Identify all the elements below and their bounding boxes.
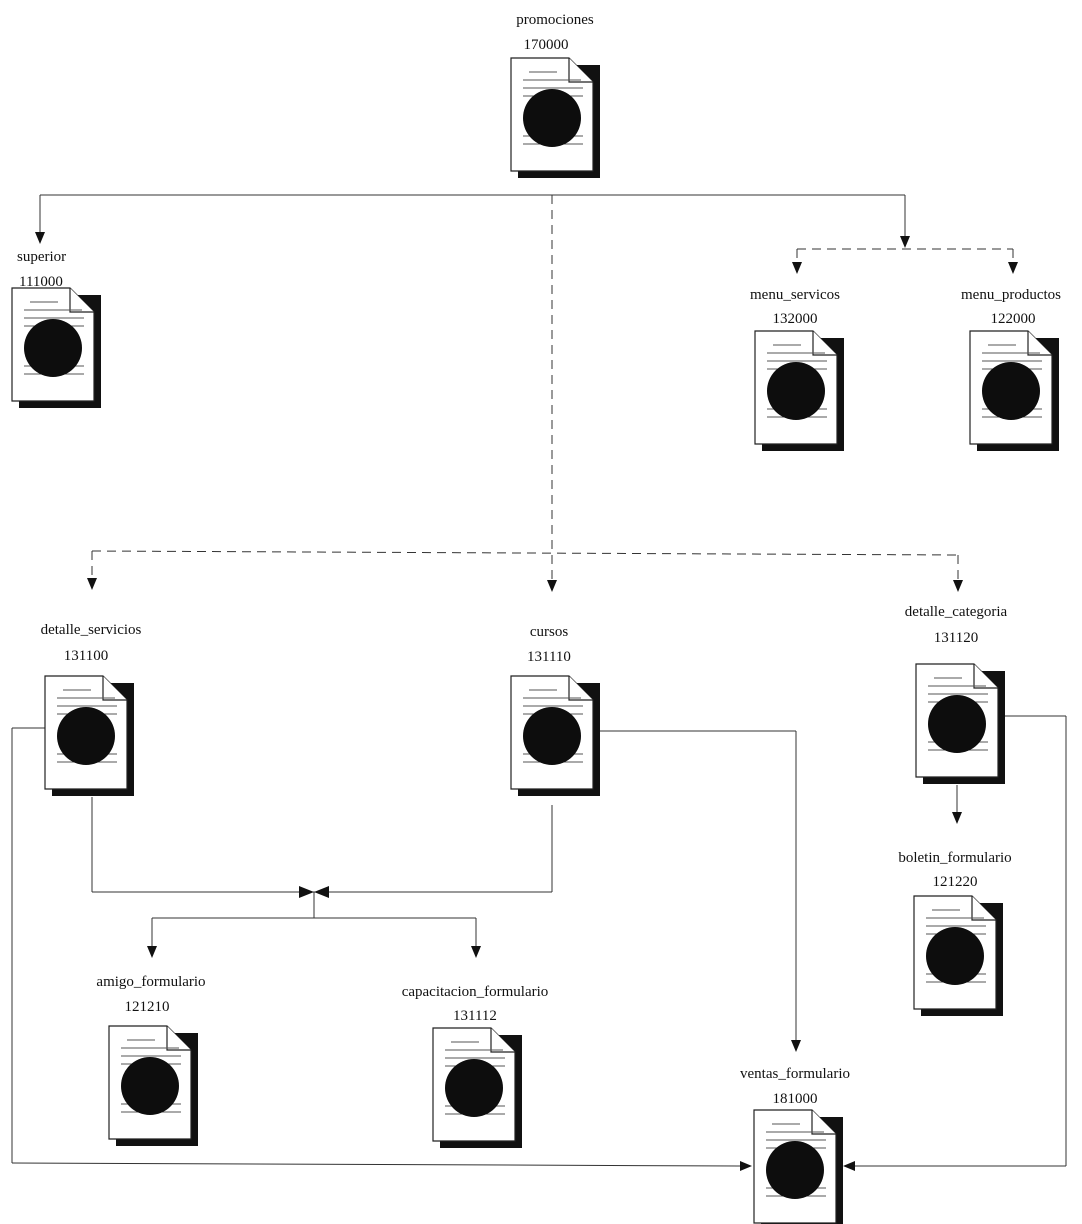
node-name: detalle_categoria bbox=[905, 604, 1008, 620]
arrowhead bbox=[952, 812, 962, 824]
node-code: 131112 bbox=[453, 1008, 497, 1024]
node-amigo-formulario[interactable]: amigo_formulario 121210 bbox=[96, 974, 206, 1147]
node-code: 170000 bbox=[524, 37, 569, 53]
node-capacitacion-formulario[interactable]: capacitacion_formulario 131112 bbox=[402, 984, 549, 1149]
arrowhead bbox=[792, 262, 802, 274]
edge-servicios-loop-bottom bbox=[11, 1162, 741, 1167]
node-name: cursos bbox=[530, 624, 568, 640]
arrowhead bbox=[900, 236, 910, 248]
node-code: 111000 bbox=[19, 274, 63, 290]
arrowhead bbox=[953, 580, 963, 592]
node-code: 131110 bbox=[527, 649, 571, 665]
arrowhead bbox=[147, 946, 157, 958]
join-marker bbox=[314, 886, 329, 898]
document-icon bbox=[510, 675, 601, 797]
node-superior[interactable]: superior 111000 bbox=[11, 249, 102, 409]
node-cursos[interactable]: cursos 131110 bbox=[510, 624, 601, 797]
node-name: menu_productos bbox=[961, 287, 1061, 303]
node-name: detalle_servicios bbox=[41, 622, 142, 638]
node-menu-servicos[interactable]: menu_servicos 132000 bbox=[750, 287, 845, 452]
arrowhead bbox=[547, 580, 557, 592]
node-name: capacitacion_formulario bbox=[402, 984, 549, 1000]
arrowhead bbox=[87, 578, 97, 590]
edge-middle-bus bbox=[91, 550, 959, 556]
node-name: superior bbox=[17, 249, 66, 265]
connectors bbox=[11, 194, 1067, 1171]
node-code: 132000 bbox=[773, 311, 818, 327]
node-promociones[interactable]: promociones 170000 bbox=[510, 12, 601, 179]
document-icon bbox=[913, 895, 1004, 1017]
document-icon bbox=[108, 1025, 199, 1147]
node-detalle-categoria[interactable]: detalle_categoria 131120 bbox=[905, 604, 1008, 785]
node-menu-productos[interactable]: menu_productos 122000 bbox=[961, 287, 1061, 452]
arrowhead bbox=[740, 1161, 752, 1171]
document-icon bbox=[754, 330, 845, 452]
document-icon bbox=[11, 287, 102, 409]
node-code: 131120 bbox=[934, 630, 978, 646]
join-marker bbox=[299, 886, 314, 898]
arrowhead bbox=[791, 1040, 801, 1052]
arrowhead bbox=[35, 232, 45, 244]
node-code: 122000 bbox=[991, 311, 1036, 327]
node-name: menu_servicos bbox=[750, 287, 840, 303]
node-code: 121210 bbox=[125, 999, 170, 1015]
node-name: boletin_formulario bbox=[898, 850, 1011, 866]
node-code: 131100 bbox=[64, 648, 108, 664]
node-name: ventas_formulario bbox=[740, 1066, 850, 1082]
document-icon bbox=[432, 1027, 523, 1149]
node-name: promociones bbox=[516, 12, 594, 28]
document-icon bbox=[510, 57, 601, 179]
arrowhead bbox=[471, 946, 481, 958]
node-name: amigo_formulario bbox=[96, 974, 205, 990]
arrowhead bbox=[1008, 262, 1018, 274]
node-code: 181000 bbox=[773, 1091, 818, 1107]
document-icon bbox=[753, 1109, 844, 1224]
document-icon bbox=[915, 663, 1006, 785]
document-icon bbox=[44, 675, 135, 797]
node-code: 121220 bbox=[933, 874, 978, 890]
document-icon bbox=[969, 330, 1060, 452]
node-detalle-servicios[interactable]: detalle_servicios 131100 bbox=[41, 622, 142, 797]
arrowhead bbox=[843, 1161, 855, 1171]
node-boletin-formulario[interactable]: boletin_formulario 121220 bbox=[898, 850, 1012, 1017]
node-ventas-formulario[interactable]: ventas_formulario 181000 bbox=[740, 1066, 850, 1224]
